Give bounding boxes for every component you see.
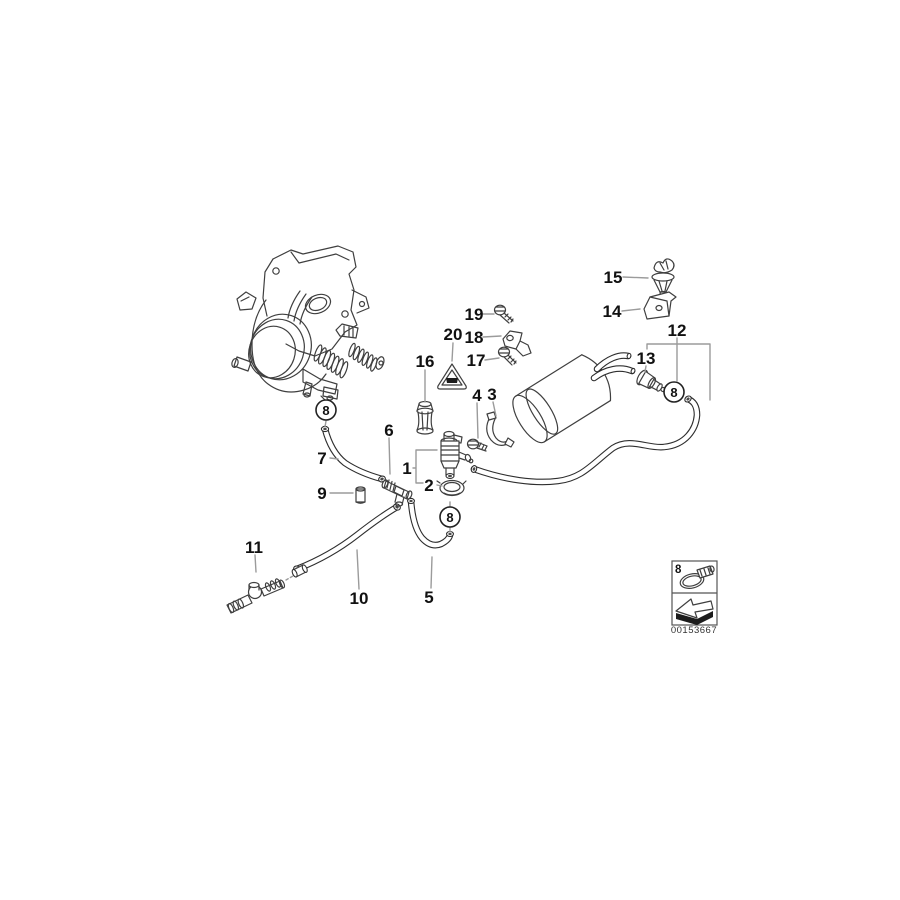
callout-20[interactable]: 20 [444, 325, 463, 344]
drawing-id: 00153667 [671, 625, 717, 636]
legend-box: 8 [671, 560, 718, 626]
throttle-shaft [348, 342, 385, 372]
part-18-bracket-drawing [502, 330, 532, 357]
callout-10[interactable]: 10 [350, 589, 369, 608]
callout-14[interactable]: 14 [603, 302, 622, 321]
part-3-clamp-drawing [486, 411, 515, 448]
callout-17[interactable]: 17 [467, 351, 486, 370]
part-15-clip-drawing [651, 258, 675, 296]
part-10-hose-drawing [293, 503, 401, 573]
part-6-t-connector-drawing [381, 479, 413, 507]
callouts: 19 18 17 20 16 15 14 12 13 4 3 1 2 6 7 9… [245, 268, 686, 608]
part-19-bolt-drawing [493, 304, 514, 324]
clamp-callout-label: 8 [670, 385, 677, 400]
callout-2[interactable]: 2 [424, 476, 433, 495]
part-20-warning-triangle-drawing [437, 363, 467, 390]
part-7-hose-drawing [320, 425, 386, 483]
callout-19[interactable]: 19 [465, 305, 484, 324]
callout-15[interactable]: 15 [604, 268, 623, 287]
part-17-bolt-drawing [497, 346, 517, 366]
hose-clamp-icon [679, 565, 715, 589]
part-2-seal-drawing [436, 479, 467, 497]
clamp-callout-label: 8 [446, 510, 453, 525]
callout-16[interactable]: 16 [416, 352, 435, 371]
part-5-hose-drawing [407, 497, 454, 549]
part-4-bolt-drawing [466, 438, 488, 452]
callout-13[interactable]: 13 [637, 349, 656, 368]
callout-18[interactable]: 18 [465, 328, 484, 347]
clamp-callout-8-valve[interactable]: 8 [439, 501, 461, 533]
part-9-sleeve-drawing [355, 486, 366, 504]
callout-3[interactable]: 3 [487, 385, 496, 404]
leader-lines [254, 276, 711, 590]
throttle-spring [313, 344, 349, 379]
part-11-connector-drawing [226, 564, 308, 614]
direction-arrow-icon [675, 598, 714, 625]
callout-5[interactable]: 5 [424, 588, 433, 607]
canister-tubes [590, 352, 636, 382]
clamp-callout-8-tank-hose[interactable]: 8 [663, 381, 685, 403]
throttle-body-drawing [231, 245, 385, 401]
callout-1[interactable]: 1 [402, 459, 411, 478]
clamp-callout-8-throttle[interactable]: 8 [315, 399, 337, 428]
callout-6[interactable]: 6 [384, 421, 393, 440]
callout-9[interactable]: 9 [317, 484, 326, 503]
legend-clamp-ref-label: 8 [675, 564, 682, 576]
callout-4[interactable]: 4 [472, 386, 482, 405]
part-12-hose-drawing [470, 395, 701, 486]
callout-11[interactable]: 11 [245, 538, 263, 557]
part-14-bracket-drawing [643, 291, 677, 320]
part-1-vent-valve-drawing [440, 430, 474, 479]
callout-12[interactable]: 12 [668, 321, 687, 340]
canister-drawing [512, 352, 636, 444]
clamp-callout-label: 8 [322, 403, 329, 418]
part-16-plug-drawing [416, 400, 434, 435]
callout-7[interactable]: 7 [317, 449, 326, 468]
